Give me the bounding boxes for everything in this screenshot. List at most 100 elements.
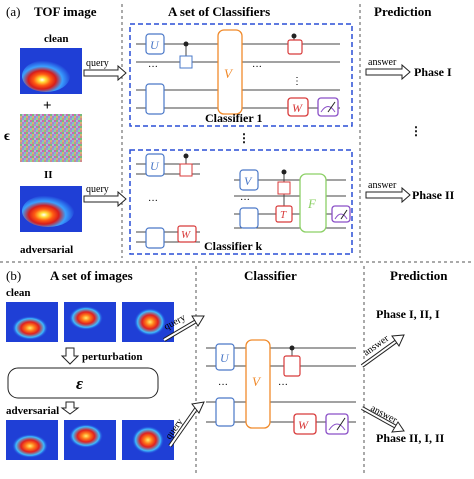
query-arrow-b-top-head (191, 315, 205, 327)
gate-v-c1-label: V (224, 66, 234, 81)
gate-v-ck (239, 169, 259, 191)
gate-w-c1-label: W (292, 101, 303, 115)
answer-arrow-a-top (365, 63, 411, 81)
classifier-1-label: Classifier 1 (205, 111, 262, 125)
clean-image-2-hotspot (69, 306, 103, 330)
noise-image (20, 114, 82, 162)
panel-a-label: (a) (6, 4, 20, 19)
epsilon-box (7, 367, 159, 399)
b-red-gate (283, 355, 301, 377)
plus-sign: + (43, 98, 52, 114)
classifier-k-label: Classifier k (204, 239, 262, 253)
tof-clean-hotspot (22, 60, 70, 92)
images-title: A set of images (50, 268, 133, 283)
adversarial-image-3-hotspot (132, 426, 164, 454)
panel-b-label: (b) (6, 268, 21, 283)
c1-ellipsis-1: ··· (148, 62, 158, 73)
query-arrow-a-bottom (83, 190, 127, 208)
gate-u-ck-b (145, 227, 165, 249)
answer-arrow-a-bottom (365, 186, 411, 204)
gate-w-b (293, 413, 317, 435)
prediction-dots: ⋮ (410, 124, 422, 138)
epsilon-a: ϵ (4, 129, 10, 144)
classifiers-dots: ⋮ (238, 131, 250, 145)
c1-ellipsis-2: ··· (252, 62, 262, 73)
query-label-a-bottom: query (86, 184, 109, 195)
phase-b-top: Phase I, II, I (376, 307, 440, 321)
panel-a: (a) TOF image A set of Classifiers Predi… (4, 4, 455, 258)
perturbation-arrow (60, 347, 80, 365)
measure-c1-needle (327, 101, 336, 113)
ck-control-dot-2 (281, 169, 287, 175)
answer-arrow-b-bottom-fill (361, 407, 399, 429)
b-control-dot-1 (289, 345, 295, 351)
c1-control-dot-1 (183, 41, 189, 47)
clean-label-b: clean (6, 287, 30, 299)
query-arrow-b-top-fill (163, 319, 199, 341)
c1-control-dot-2 (291, 33, 297, 39)
classifier-title-b: Classifier (244, 268, 297, 283)
gate-u-c1 (145, 33, 165, 55)
prediction-title-b: Prediction (390, 268, 448, 283)
gate-u-ck-label: U (150, 159, 160, 173)
answer-arrow-b-bottom-head (391, 421, 405, 433)
query-arrow-a-top (83, 64, 127, 82)
gate-w-c1 (287, 97, 309, 117)
gate-u-b (215, 343, 235, 371)
prediction-title-a: Prediction (374, 4, 432, 19)
ck-red-gate-2 (277, 181, 291, 195)
ck-ellipsis-2: ··· (240, 195, 250, 206)
phase-a-bottom: Phase II (412, 188, 455, 202)
gate-u-b-2 (215, 397, 235, 427)
gate-u-c1-label: U (150, 38, 160, 52)
gate-t-ck-label: T (280, 209, 287, 221)
clean-image-row (6, 302, 174, 342)
classifier-k-box (129, 149, 353, 255)
equals-sign: II (44, 169, 53, 181)
answer-label-a-bottom: answer (368, 180, 397, 191)
phase-b-bottom: Phase II, I, II (376, 431, 445, 445)
measure-ck-needle (340, 209, 348, 220)
gate-t-ck (275, 205, 293, 223)
adversarial-arrow (60, 401, 80, 415)
measure-ck-arc (334, 213, 348, 220)
query-arrow-b-bottom-fill (169, 405, 199, 447)
tof-image-title: TOF image (34, 4, 97, 19)
perturbation-label: perturbation (82, 351, 143, 363)
gate-u-c1-b (145, 83, 165, 115)
classifiers-title: A set of Classifiers (168, 4, 270, 19)
classifier-1-box (129, 23, 353, 127)
adversarial-image-1-hotspot (12, 434, 48, 458)
answer-arrow-b-top-fill (361, 339, 399, 367)
c1-small-gate (179, 55, 193, 69)
clean-image-1-hotspot (12, 316, 48, 340)
answer-label-a-top: answer (368, 57, 397, 68)
gate-f-ck-label: F (307, 196, 317, 211)
adversarial-label-a: adversarial (20, 244, 73, 256)
ck-control-dot-1 (183, 153, 189, 159)
adversarial-label-b: adversarial (6, 405, 59, 417)
gate-v-ck-b (239, 207, 259, 229)
gate-u-ck (145, 153, 165, 177)
measure-b-arc (328, 423, 346, 431)
gate-v-b-label: V (252, 374, 262, 389)
b-ellipsis-1: ··· (218, 380, 228, 391)
ck-ellipsis-1: ··· (148, 196, 158, 207)
b-ellipsis-2: ··· (278, 380, 288, 391)
gate-f-ck (299, 173, 327, 233)
gate-v-c1 (217, 29, 243, 115)
gate-w-ck-label: W (181, 229, 191, 241)
query-arrow-b-bottom-head (191, 401, 205, 414)
c1-dots-v: ⋮ (292, 76, 302, 87)
gate-w-ck (177, 225, 197, 243)
answer-arrow-b-top-head (391, 334, 405, 348)
epsilon-b: ε (76, 374, 83, 393)
adversarial-image-2-hotspot (69, 424, 103, 448)
clean-image-3-hotspot (134, 308, 166, 336)
measure-b-needle (336, 417, 346, 431)
gate-v-b (245, 339, 271, 429)
ck-red-gate-1 (179, 163, 193, 177)
clean-label-a: clean (44, 33, 68, 45)
adversarial-image-row (6, 420, 174, 460)
